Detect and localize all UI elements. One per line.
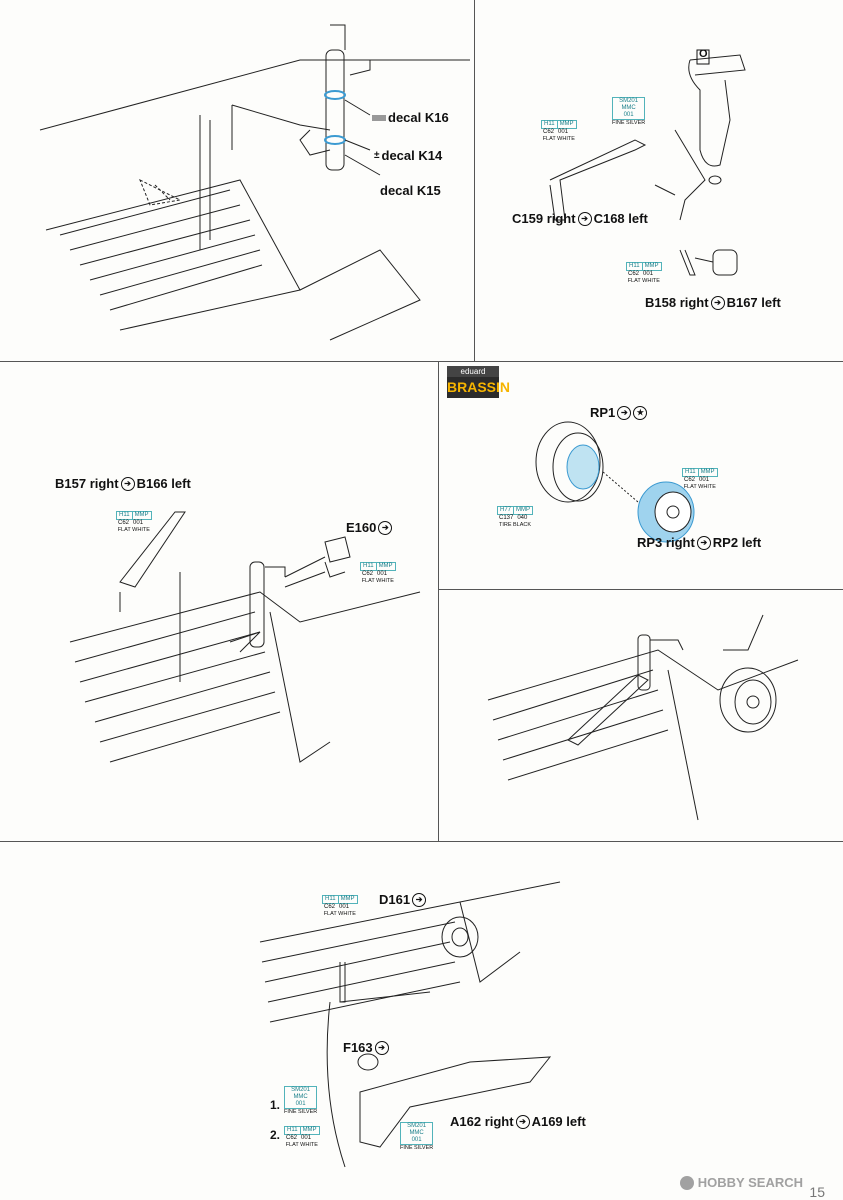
hobby-search-watermark: HOBBY SEARCH <box>679 1175 803 1190</box>
arrow-circle-icon: ➔ <box>696 535 711 550</box>
landing-gear-drawing-5 <box>259 881 561 1168</box>
panel-top-right <box>475 0 843 362</box>
arrow-circle-icon: ➔ <box>617 405 632 420</box>
part-b157-label: B157 right ➔ B166 left <box>55 476 191 491</box>
arrow-circle-icon: ➔ <box>577 211 592 226</box>
arrow-circle-icon: ➔ <box>710 295 725 310</box>
step-number-1: 1. <box>270 1098 281 1112</box>
arrow-circle-icon: ➔ <box>412 892 427 907</box>
panel-mid-left-bottom <box>0 362 438 842</box>
arrow-circle-icon: ➔ <box>378 520 393 535</box>
part-f163-label: F163 ➔ <box>343 1040 389 1055</box>
brassin-logo: eduard BRASSIN <box>447 366 510 398</box>
decal-icon: ± <box>374 150 380 161</box>
decal-icon <box>372 114 386 121</box>
part-rp3-label: RP3 right ➔ RP2 left <box>637 535 762 550</box>
decal-k14-label: ±decal K14 <box>374 148 443 163</box>
panel-top-left <box>0 0 475 362</box>
landing-gear-drawing-2 <box>549 49 746 276</box>
part-c159-label: C159 right ➔ C168 left <box>512 211 648 226</box>
part-d161-label: D161 ➔ <box>379 892 427 907</box>
landing-gear-drawing-1 <box>39 24 470 341</box>
part-b158-label: B158 right ➔ B167 left <box>645 295 781 310</box>
part-a162-label: A162 right ➔ A169 left <box>450 1114 586 1129</box>
landing-gear-drawing-3 <box>69 511 421 763</box>
panel-mid-right <box>438 362 843 590</box>
step-number-2: 2. <box>270 1128 281 1142</box>
part-e160-label: E160 ➔ <box>346 520 393 535</box>
wheel-drawing <box>535 421 695 543</box>
decal-k15-label: decal K15 <box>380 183 441 198</box>
page-number: 15 <box>809 1184 825 1200</box>
panel-mid-right-bottom <box>438 590 843 842</box>
hobby-search-logo-icon <box>679 1175 694 1190</box>
part-rp1-label: RP1 ➔ ★ <box>590 405 648 420</box>
part-box-o: O <box>699 48 708 60</box>
star-icon: ★ <box>633 405 648 420</box>
arrow-circle-icon: ➔ <box>120 476 135 491</box>
decal-k16-label: decal K16 <box>372 110 449 125</box>
landing-gear-drawing-4 <box>487 614 799 821</box>
arrow-circle-icon: ➔ <box>515 1114 530 1129</box>
arrow-circle-icon: ➔ <box>374 1040 389 1055</box>
